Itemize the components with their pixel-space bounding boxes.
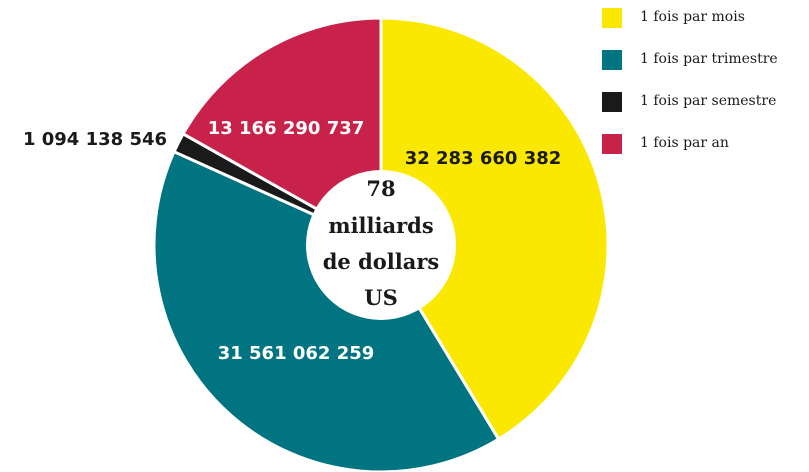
legend-swatch-quarterly	[602, 50, 622, 70]
center-label-line-2: milliards	[328, 213, 433, 238]
legend-item-quarterly: 1 fois par trimestre	[602, 48, 809, 70]
pie-slices	[152, 16, 610, 472]
legend-label-annual: 1 fois par an	[640, 135, 729, 151]
legend-item-semiannual: 1 fois par semestre	[602, 90, 809, 112]
legend-label-semiannual: 1 fois par semestre	[640, 93, 777, 109]
legend-swatch-annual	[602, 134, 622, 154]
pie-slice-monthly	[379, 16, 610, 441]
slice-value-label-quarterly: 31 561 062 259	[218, 343, 375, 364]
legend-swatch-semiannual	[602, 92, 622, 112]
slice-value-label-monthly: 32 283 660 382	[405, 148, 562, 169]
legend-item-monthly: 1 fois par mois	[602, 6, 809, 28]
legend-swatch-monthly	[602, 8, 622, 28]
legend-item-annual: 1 fois par an	[602, 132, 809, 154]
center-label-line-4: US	[364, 285, 397, 310]
pie-slice-quarterly	[152, 150, 501, 472]
legend: 1 fois par mois 1 fois par trimestre 1 f…	[602, 6, 809, 174]
slice-value-label-annual: 13 166 290 737	[208, 118, 365, 139]
center-label-line-3: de dollars	[323, 249, 440, 274]
center-hole	[306, 170, 456, 320]
legend-label-monthly: 1 fois par mois	[640, 9, 745, 25]
pie-slice-annual	[181, 16, 383, 247]
center-label: 78 milliards de dollars US	[323, 176, 440, 310]
slice-labels: 32 283 660 382 31 561 062 259 1 094 138 …	[23, 118, 561, 364]
center-label-line-1: 78	[366, 176, 395, 201]
slice-value-label-semiannual: 1 094 138 546	[23, 129, 167, 150]
legend-label-quarterly: 1 fois par trimestre	[640, 51, 778, 67]
